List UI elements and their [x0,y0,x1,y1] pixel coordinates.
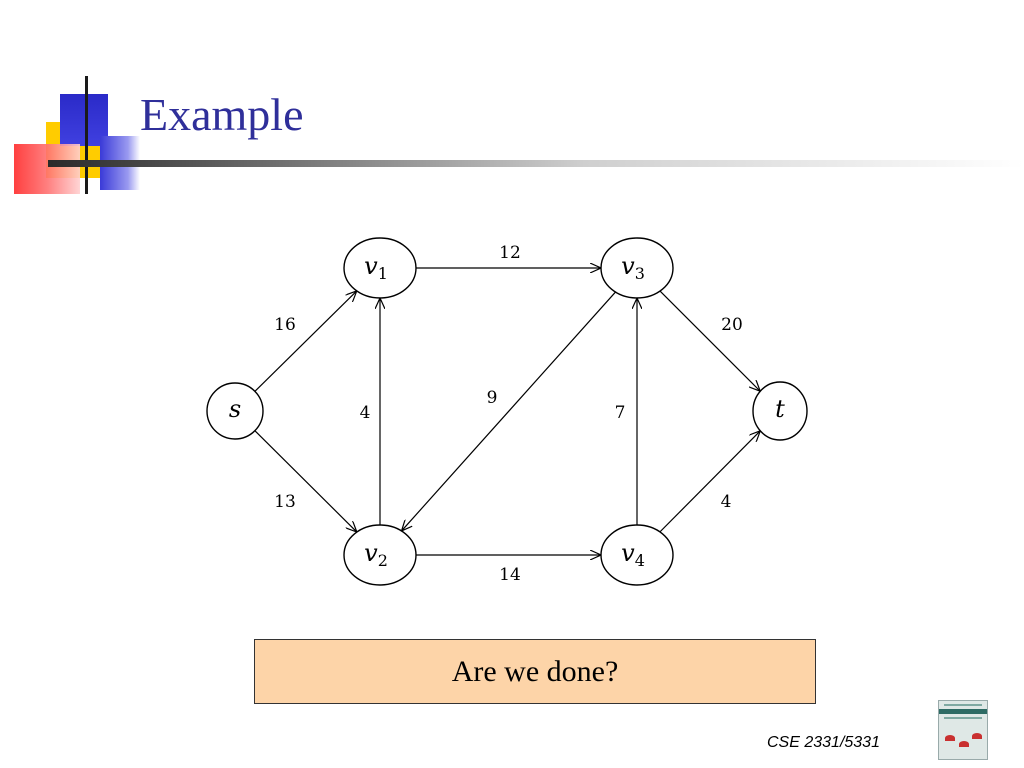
book-art [959,741,969,747]
edge-v3-v2 [402,291,616,531]
node-label-subscript: 3 [635,264,645,283]
edges-layer [254,268,760,555]
node-v1: v1 [343,237,417,299]
node-v2: v2 [343,524,417,586]
edge-v4-t [659,431,760,533]
node-circle-s [206,382,264,440]
node-s: s [206,382,264,440]
book-art [945,735,955,741]
book-stripe [943,717,983,719]
callout-box: Are we done? [254,639,816,704]
node-label-v2: v2 [364,539,388,570]
node-label-main: v [621,252,635,280]
node-label-main: s [229,395,241,423]
edge-weight-v2-v1: 4 [360,403,371,423]
edge-v3-t [659,290,760,391]
node-label-main: v [621,539,635,567]
edge-weight-s-v1: 16 [274,315,296,335]
node-label-main: v [364,252,378,280]
node-label-main: v [364,539,378,567]
book-art [972,733,982,739]
node-label-v3: v3 [621,252,645,283]
algorithms-book-cover-icon [938,700,988,760]
node-circle-v2 [343,524,417,586]
node-label-subscript: 4 [635,551,645,570]
node-t: t [752,381,808,441]
edge-weight-v4-v3: 7 [615,403,626,423]
node-circle-t [752,381,808,441]
edge-weight-v4-t: 4 [721,492,732,512]
edge-weight-v3-v2: 9 [487,388,498,408]
node-label-subscript: 2 [378,551,388,570]
node-label-t: t [775,395,785,423]
edge-weight-v2-v4: 14 [499,565,521,585]
node-v3: v3 [600,237,674,299]
edge-s-v1 [254,291,357,392]
edge-weight-v3-t: 20 [721,315,743,335]
node-circle-v1 [343,237,417,299]
book-title-band [939,709,987,714]
node-label-s: s [229,395,241,423]
deco-red-bar [14,144,80,194]
node-circle-v3 [600,237,674,299]
title-divider [48,160,1024,167]
slide-title: Example [140,89,304,140]
callout-text: Are we done? [451,654,619,688]
node-label-v4: v4 [621,539,645,570]
edge-weight-s-v2: 13 [274,492,296,512]
edge-weight-v1-v3: 12 [499,243,521,263]
book-stripe [943,704,983,706]
node-circle-v4 [600,524,674,586]
node-label-subscript: 1 [378,264,388,283]
deco-vertical-line [85,76,88,194]
course-label: CSE 2331/5331 [767,734,880,751]
node-label-v1: v1 [364,252,388,283]
node-v4: v4 [600,524,674,586]
node-label-main: t [775,395,785,423]
edge-s-v2 [254,430,357,532]
